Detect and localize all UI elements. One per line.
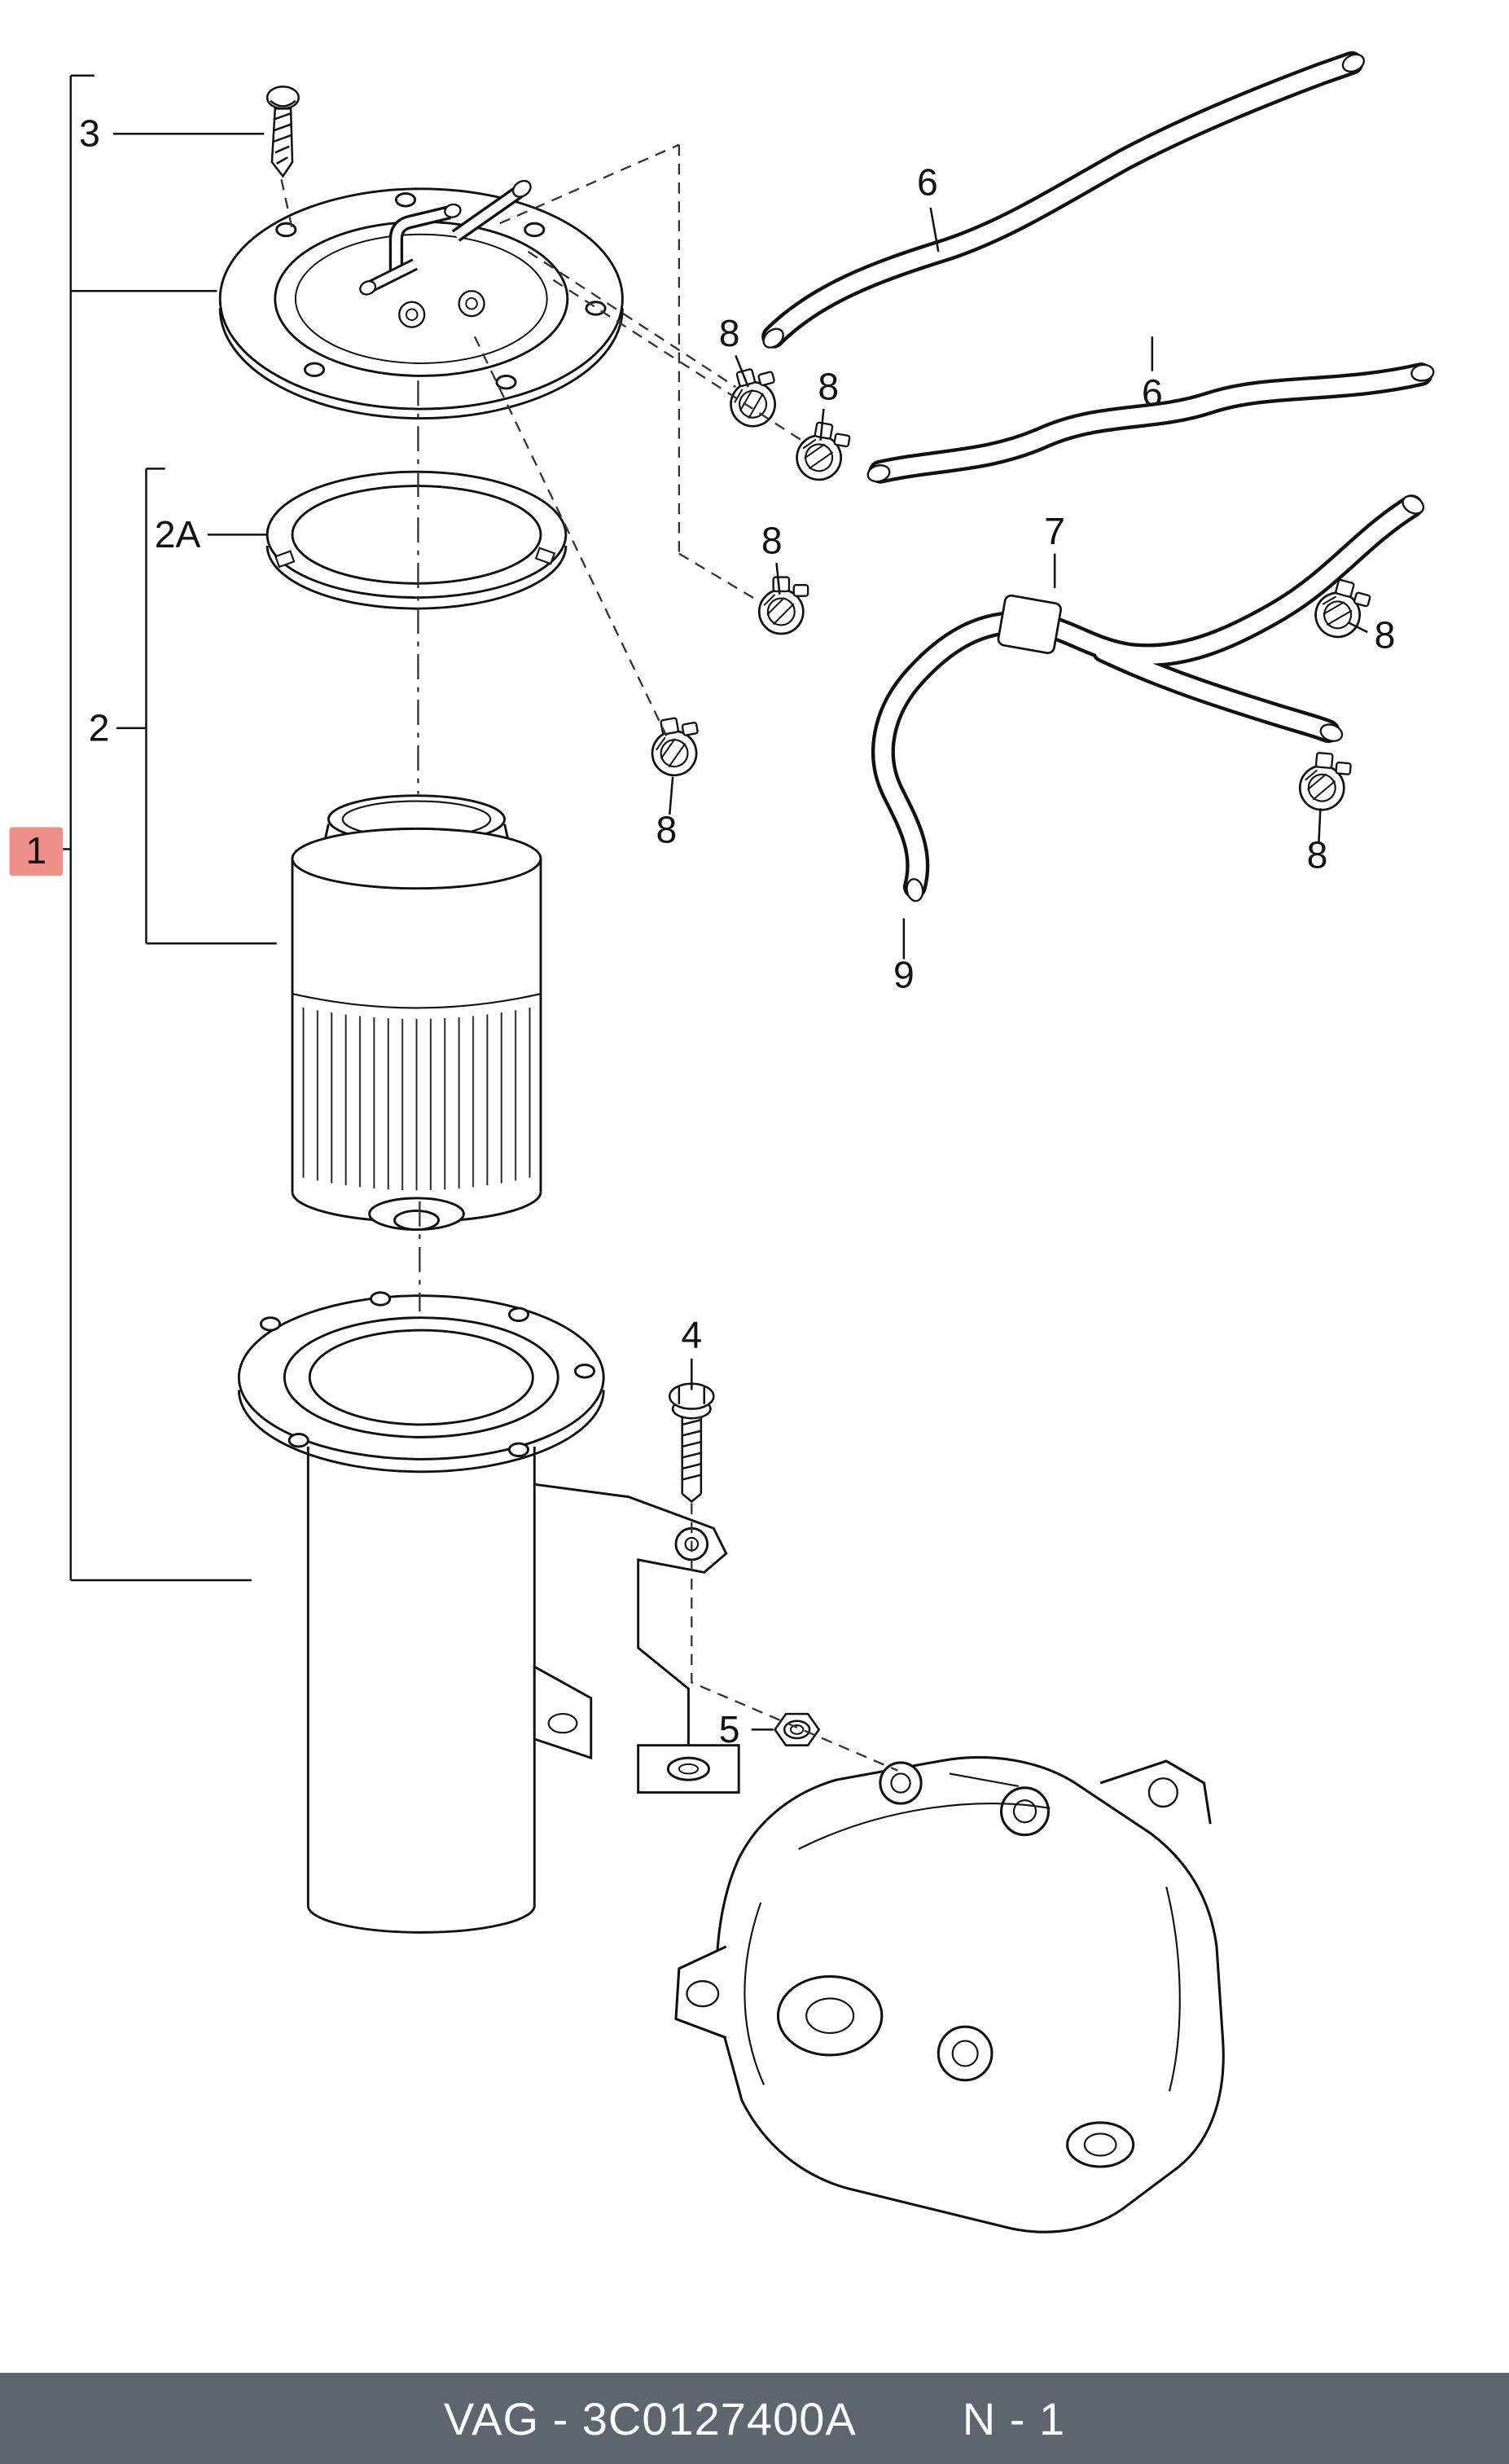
engine-mount-part	[674, 1756, 1225, 2233]
callout-8f: 8	[1307, 834, 1328, 876]
bolt-part	[669, 1382, 715, 1504]
callout-8b: 8	[818, 365, 839, 407]
construction-lines	[280, 143, 898, 1772]
filter-part	[291, 794, 542, 1232]
screw-part	[265, 86, 300, 178]
footer-part-number: VAG - 3C0127400A	[443, 2392, 857, 2444]
housing-part	[237, 1291, 740, 1934]
callout-2: 2	[89, 706, 110, 749]
hose-6-upper	[761, 51, 1365, 349]
callout-1: 1	[26, 829, 47, 872]
hose-sleeve	[997, 594, 1062, 655]
callout-8a: 8	[719, 312, 740, 354]
nut-part	[774, 1712, 821, 1746]
hose-9-end	[906, 878, 924, 903]
clamp-8c	[757, 576, 809, 635]
callout-5: 5	[719, 1708, 740, 1750]
callout-8d: 8	[1375, 613, 1396, 656]
callout-6-upper: 6	[917, 161, 938, 204]
callout-9: 9	[893, 953, 915, 995]
clamp-8f	[1296, 750, 1353, 814]
housing-bracket	[533, 1482, 740, 1794]
footer-bar: VAG - 3C0127400A N - 1	[0, 2373, 1509, 2464]
footer-page-number: N - 1	[962, 2392, 1066, 2444]
callout-6-lower: 6	[1142, 371, 1163, 414]
callout-2a: 2A	[155, 513, 201, 556]
seal-ring-part	[265, 470, 568, 610]
flange-port-fittings	[359, 179, 532, 328]
exploded-parts-diagram: 3 2A 2 1 4 5 6 6 7 8 8 8 8 8 8 9	[9, 51, 1435, 2233]
clamp-8a	[722, 362, 786, 433]
callout-8e: 8	[656, 809, 678, 851]
pump-flange-part	[218, 179, 624, 420]
callout-labels: 3 2A 2 1 4 5 6 6 7 8 8 8 8 8 8 9	[26, 112, 1396, 1750]
callout-lines	[63, 74, 1368, 1731]
callout-7: 7	[1044, 510, 1065, 552]
hose-7	[871, 494, 1425, 903]
callout-4: 4	[681, 1313, 702, 1355]
clamp-8e	[645, 713, 706, 780]
callout-3: 3	[79, 112, 100, 155]
hose-6-lower	[866, 362, 1435, 484]
callout-8c: 8	[761, 520, 783, 562]
callout-1-highlight-box	[9, 827, 64, 876]
